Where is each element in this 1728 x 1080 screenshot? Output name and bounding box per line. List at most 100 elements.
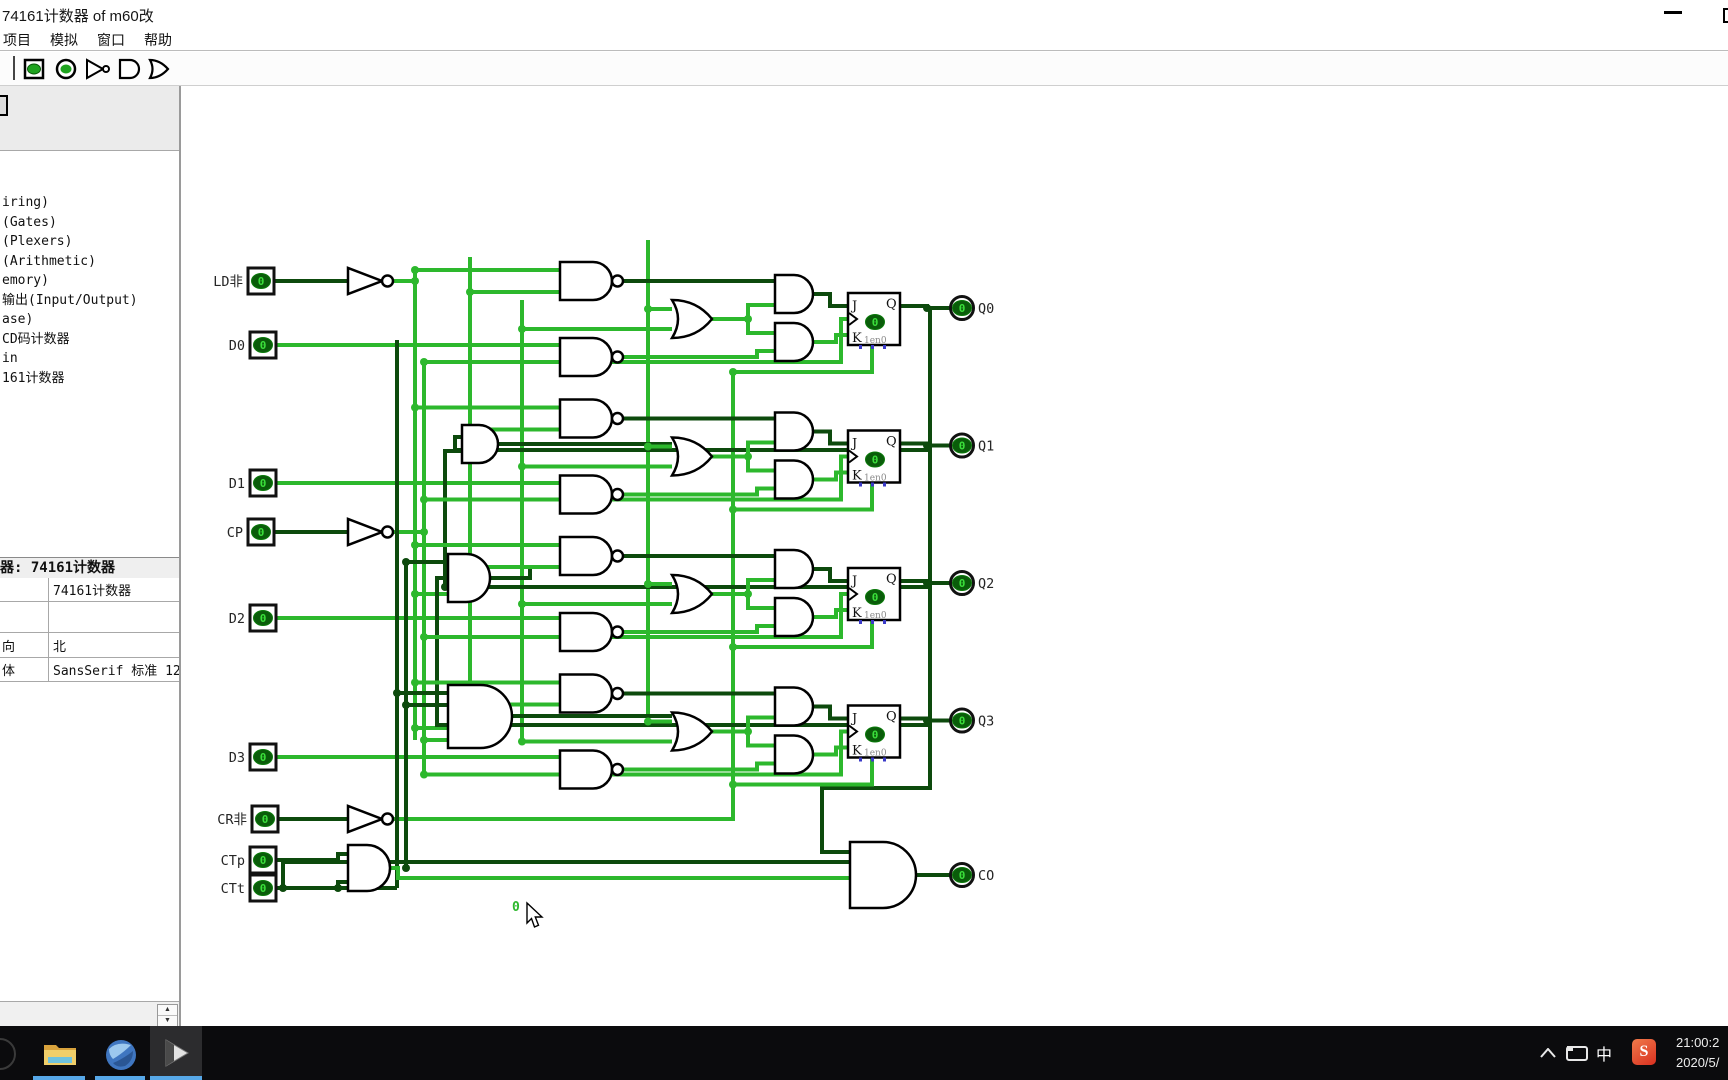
or-gate-tool[interactable]: [147, 56, 173, 82]
menu-item-1[interactable]: 模拟: [50, 32, 78, 48]
svg-text:0: 0: [262, 813, 269, 826]
svg-text:J: J: [850, 299, 857, 314]
jk-flipflop-0: J Q K0 1en0: [846, 291, 902, 349]
attribute-value[interactable]: [49, 602, 179, 632]
blue-app-taskbar-icon[interactable]: [103, 1039, 139, 1076]
svg-text:0: 0: [260, 751, 267, 764]
svg-text:1en0: 1en0: [864, 474, 887, 484]
attribute-label: 体: [0, 658, 49, 681]
file-explorer-taskbar-icon[interactable]: [43, 1039, 77, 1072]
output-pin-tool[interactable]: [54, 56, 80, 82]
menu-item-3[interactable]: 帮助: [144, 32, 172, 48]
svg-text:D3: D3: [229, 750, 245, 766]
tree-item-9[interactable]: 161计数器: [2, 370, 65, 386]
tree-item-1[interactable]: (Gates): [2, 214, 57, 230]
taskbar-clock[interactable]: 21:00:2 2020/5/: [1676, 1033, 1728, 1073]
attribute-label: [0, 602, 49, 632]
sogou-tray-icon[interactable]: S: [1632, 1039, 1656, 1065]
svg-text:CP: CP: [227, 525, 243, 541]
attribute-label: [0, 578, 49, 601]
start-button[interactable]: [0, 1038, 16, 1070]
svg-text:0: 0: [959, 440, 966, 453]
svg-text:CO: CO: [978, 868, 994, 884]
svg-text:0: 0: [260, 477, 267, 490]
input-pin-D0[interactable]: 0D0: [229, 330, 278, 360]
attribute-table: 74161计数器向北体 SansSerif 标准 12: [0, 578, 179, 682]
scroll-spinner[interactable]: ▲ ▼: [157, 1004, 178, 1027]
minimize-button[interactable]: [1664, 11, 1682, 14]
tree-item-2[interactable]: (Plexers): [2, 234, 73, 249]
input-pin-CTp[interactable]: 0 CTp: [221, 845, 278, 875]
tree-item-6[interactable]: ase): [2, 312, 34, 327]
attribute-value[interactable]: 北: [53, 639, 67, 655]
scroll-up-button[interactable]: ▲: [158, 1005, 177, 1016]
svg-text:0: 0: [959, 577, 966, 590]
input-pin-D2[interactable]: 0D2: [229, 603, 278, 633]
svg-text:CTp: CTp: [221, 853, 245, 869]
svg-text:1en0: 1en0: [864, 749, 887, 759]
component-explorer-tree: iring) (Gates) (Plexers) (Arithmetic) emory)…: [0, 151, 179, 579]
and-gate-tool[interactable]: [116, 56, 142, 82]
maximize-button[interactable]: [1723, 8, 1728, 23]
explorer-scrollbar[interactable]: ▲ ▼: [0, 1001, 179, 1027]
svg-text:0: 0: [872, 591, 879, 604]
tree-item-0[interactable]: iring): [2, 195, 49, 210]
input-pin-CP[interactable]: 0 CP: [227, 517, 276, 547]
left-panel: iring) (Gates) (Plexers) (Arithmetic) emory)…: [0, 86, 181, 1027]
attribute-row-3: 体 SansSerif 标准 12: [0, 658, 179, 682]
svg-text:1en0: 1en0: [864, 336, 887, 346]
tray-device-icon[interactable]: [1564, 1044, 1590, 1067]
svg-text:1en0: 1en0: [864, 611, 887, 621]
input-pin-D3[interactable]: 0 D3: [229, 742, 278, 772]
toolbar: [0, 52, 1728, 86]
attribute-row-2: 向北: [0, 633, 179, 658]
tree-item-4[interactable]: emory): [2, 273, 49, 288]
menu-bar: 项目 模拟 窗口 帮助: [0, 27, 1728, 51]
not-gate-tool[interactable]: [85, 56, 111, 82]
svg-text:Q3: Q3: [978, 714, 994, 730]
svg-text:0: 0: [959, 302, 966, 315]
svg-text:K: K: [852, 744, 862, 759]
tray-expand-chevron-icon[interactable]: [1540, 1045, 1556, 1063]
svg-text:0: 0: [260, 339, 267, 352]
logisim-taskbar-icon[interactable]: [164, 1039, 190, 1072]
svg-text:K: K: [852, 331, 862, 346]
scroll-down-button[interactable]: ▼: [164, 1017, 171, 1024]
output-pin-Q2: 0 Q2: [949, 570, 994, 596]
ime-indicator[interactable]: 中: [1596, 1047, 1613, 1064]
menu-item-0[interactable]: 项目: [3, 32, 31, 48]
running-indicator: [95, 1076, 145, 1080]
svg-text:0: 0: [959, 869, 966, 882]
clock-date: 2020/5/: [1676, 1055, 1720, 1070]
svg-text:Q: Q: [886, 710, 897, 725]
menu-item-2[interactable]: 窗口: [97, 32, 125, 48]
tree-item-7[interactable]: CD码计数器: [2, 331, 70, 347]
svg-text:J: J: [850, 437, 857, 452]
explorer-top-strip: [0, 86, 179, 151]
tree-item-5[interactable]: 输出(Input/Output): [2, 292, 138, 308]
svg-text:0: 0: [258, 526, 265, 539]
attribute-value[interactable]: SansSerif 标准 12: [53, 664, 179, 679]
attribute-value[interactable]: 74161计数器: [53, 584, 132, 599]
tree-item-3[interactable]: (Arithmetic): [2, 253, 96, 269]
svg-text:Q2: Q2: [978, 576, 994, 592]
svg-text:K: K: [852, 606, 862, 621]
svg-text:0: 0: [260, 854, 267, 867]
tree-item-8[interactable]: in: [2, 351, 18, 366]
svg-text:0: 0: [872, 316, 879, 329]
svg-text:Q: Q: [886, 297, 897, 312]
toolbar-separator: [13, 56, 15, 80]
input-pin-D1[interactable]: 0D1: [229, 468, 278, 498]
attribute-row-0: 74161计数器: [0, 578, 179, 602]
input-pin-tool[interactable]: [22, 56, 48, 82]
